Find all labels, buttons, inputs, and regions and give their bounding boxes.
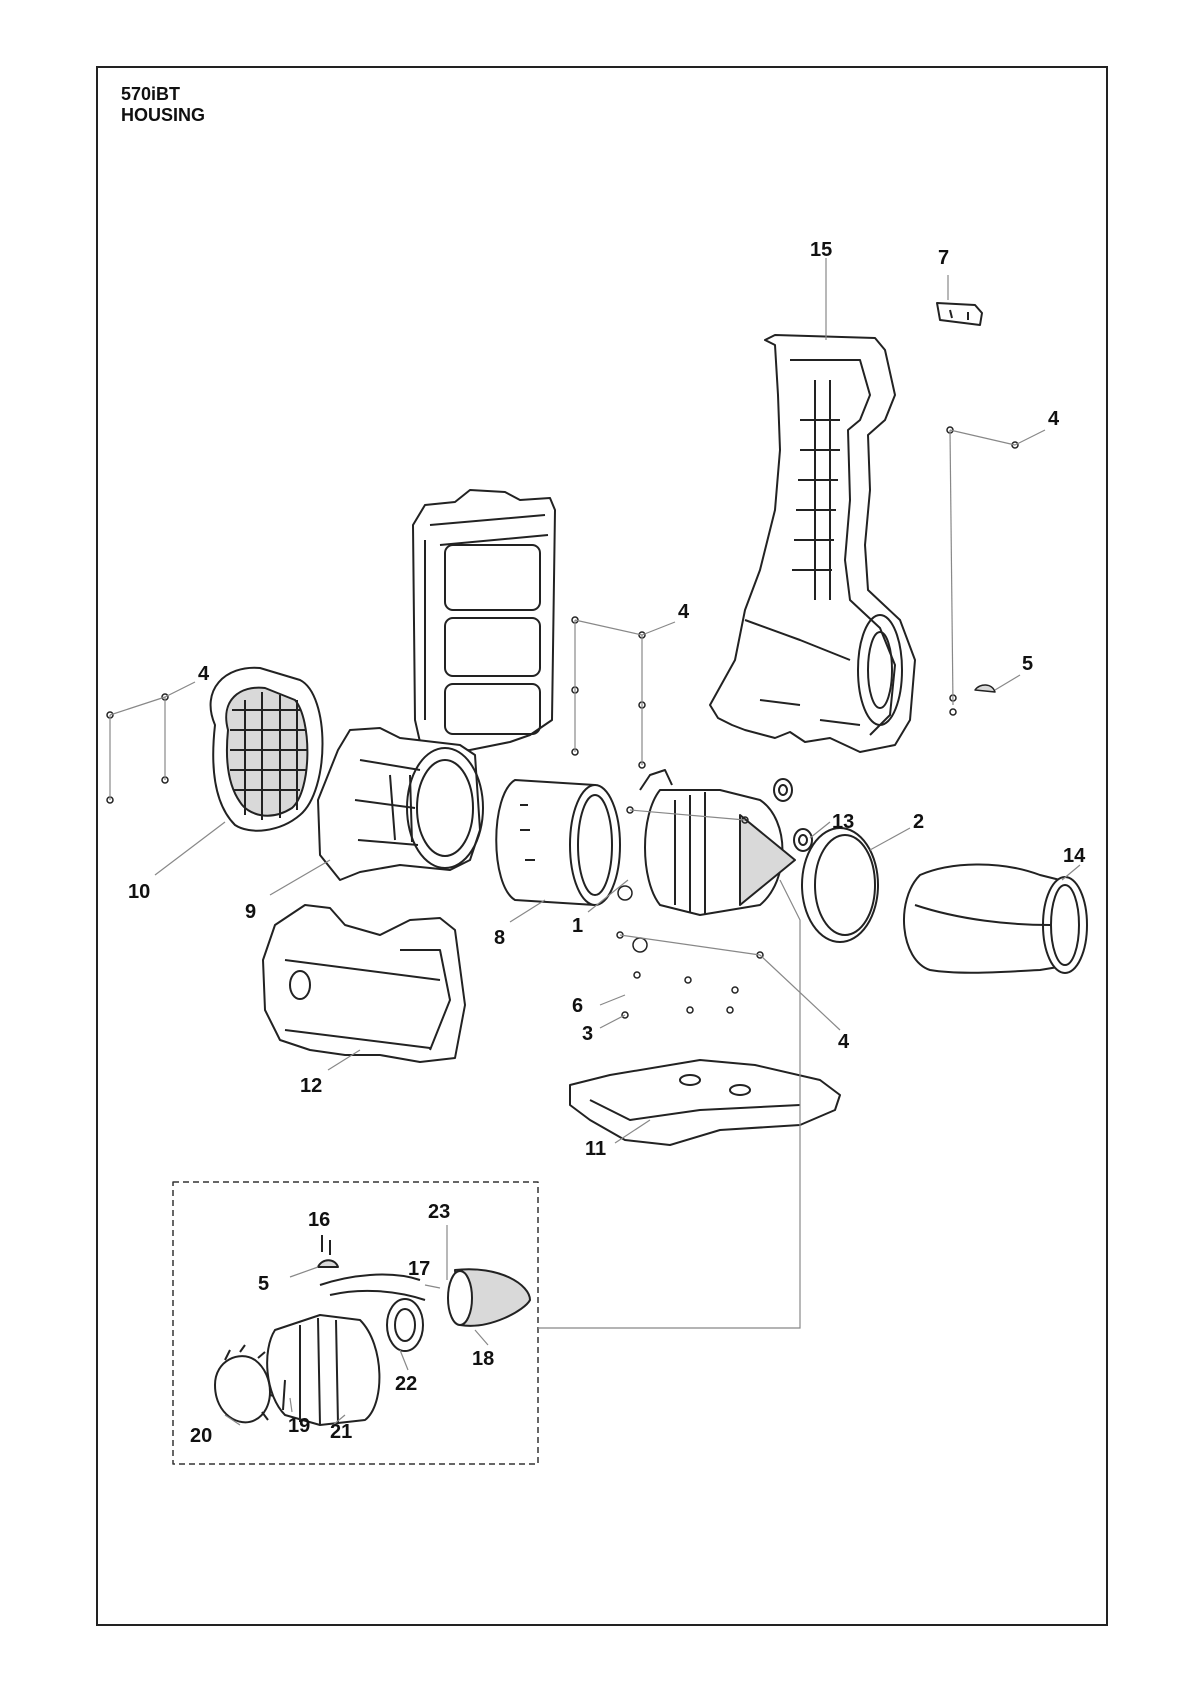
callout-20: 20 <box>190 1425 212 1447</box>
callout-3: 3 <box>582 1023 593 1045</box>
part-13-grommet <box>773 778 813 852</box>
callout-1: 1 <box>572 915 583 937</box>
callout-21: 21 <box>330 1421 352 1443</box>
part-8-tube <box>495 779 621 906</box>
callout-14: 14 <box>1063 845 1086 867</box>
part-1-motor-assembly <box>639 769 796 916</box>
callout-9: 9 <box>245 901 256 923</box>
callout-16: 16 <box>308 1209 330 1231</box>
battery-compartment <box>412 489 556 753</box>
callout-11: 11 <box>585 1138 606 1160</box>
part-10-filter-cover <box>209 666 324 832</box>
part-15-frame <box>709 334 916 753</box>
callout-4-center: 4 <box>678 601 690 623</box>
part-14-outlet-elbow <box>903 863 1088 974</box>
part-12-outer-cover <box>262 904 466 1063</box>
part-7-clip <box>936 302 983 326</box>
callout-7: 7 <box>938 247 949 269</box>
callout-8: 8 <box>494 927 505 949</box>
callout-5: 5 <box>1022 653 1033 675</box>
callout-13: 13 <box>832 811 854 833</box>
callout-2: 2 <box>913 811 924 833</box>
leader-lines <box>109 258 1081 1426</box>
callout-10: 10 <box>128 881 150 903</box>
part-9-fan-housing <box>317 727 484 881</box>
callout-17: 17 <box>408 1258 430 1280</box>
callout-5-inset: 5 <box>258 1273 269 1295</box>
part-2-ring <box>801 827 879 943</box>
callout-15: 15 <box>810 239 832 261</box>
callout-4-left: 4 <box>198 663 210 685</box>
model-number: 570iBT <box>121 84 181 104</box>
section-title: HOUSING <box>121 105 206 125</box>
callout-4-bottom: 4 <box>838 1031 850 1053</box>
callout-23: 23 <box>428 1201 450 1223</box>
callout-19: 19 <box>288 1415 310 1437</box>
callout-6: 6 <box>572 995 583 1017</box>
part-11-base-plate <box>569 1059 841 1146</box>
callout-22: 22 <box>395 1373 417 1395</box>
drawing-frame <box>96 66 1108 1626</box>
callout-18: 18 <box>472 1348 494 1370</box>
callout-12: 12 <box>300 1075 322 1097</box>
callout-4-top-right: 4 <box>1048 408 1060 430</box>
inset-motor-subassembly <box>172 1181 539 1465</box>
